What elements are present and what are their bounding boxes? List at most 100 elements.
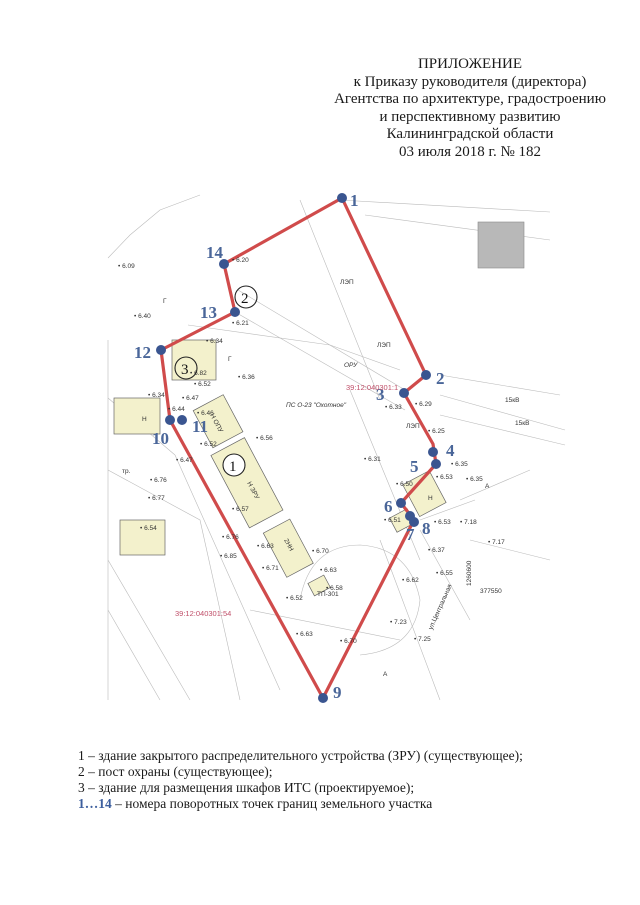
a-label: А — [383, 671, 388, 678]
spot-height: • 6.54 — [140, 525, 157, 532]
spot-height: • 6.46 — [197, 410, 214, 417]
boundary-point — [421, 370, 431, 380]
kv-label: 15кВ — [505, 397, 519, 404]
spot-heights: • 6.09• 6.40• 6.20• 6.21• 6.34• 6.82• 6.… — [118, 257, 505, 645]
spot-height: • 6.52 — [200, 441, 217, 448]
header-line: ПРИЛОЖЕНИЕ — [417, 56, 523, 72]
spot-height: • 6.37 — [428, 547, 445, 554]
point-number: 9 — [333, 683, 342, 702]
background-lines — [107, 194, 566, 701]
spot-height: • 6.77 — [148, 495, 165, 502]
building-label: Н — [428, 495, 433, 502]
boundary-point — [177, 415, 187, 425]
spot-height: • 6.25 — [428, 428, 445, 435]
tp-label: ТП-301 — [317, 591, 339, 598]
spot-height: • 6.50 — [396, 481, 413, 488]
spot-height: • 6.34 — [148, 392, 165, 399]
spot-height: • 6.70 — [340, 638, 357, 645]
legend-item: 1 – здание закрытого распределительного … — [78, 748, 523, 763]
boundary-point — [428, 447, 438, 457]
spot-height: • 7.18 — [460, 519, 477, 526]
header-line: Калининградской области — [386, 126, 554, 143]
spot-height: • 6.40 — [134, 313, 151, 320]
spot-height: • 6.33 — [385, 404, 402, 411]
boundary-point — [165, 415, 175, 425]
point-number: 2 — [436, 369, 445, 388]
spot-height: • 6.62 — [402, 577, 419, 584]
header-line: и перспективному развитию — [379, 108, 561, 125]
spot-height: • 6.76 — [150, 477, 167, 484]
building-tp — [307, 574, 331, 597]
spot-height: • 6.85 — [220, 553, 237, 560]
cadastral-label: 39:12:040301:1 — [346, 383, 398, 392]
lep-label: ЛЭП — [377, 342, 391, 349]
point-numbers: 1 2 3 4 5 6 7 8 9 10 11 12 13 14 — [134, 191, 455, 702]
spot-height: • 6.36 — [238, 374, 255, 381]
a-label: А — [485, 483, 490, 490]
point-number: 1 — [350, 191, 359, 210]
building-h-left — [113, 397, 161, 435]
point-number: 13 — [200, 303, 217, 322]
point-number: 3 — [376, 385, 385, 404]
coord-label: 1260600 — [466, 560, 473, 586]
boundary-point — [409, 517, 419, 527]
tree-patch — [477, 221, 525, 269]
spot-height: • 6.63 — [257, 543, 274, 550]
spot-height: • 6.21 — [232, 320, 249, 327]
spot-height: • 6.35 — [466, 476, 483, 483]
boundary-point — [399, 388, 409, 398]
spot-height: • 6.56 — [256, 435, 273, 442]
spot-height: • 6.35 — [451, 461, 468, 468]
point-number: 12 — [134, 343, 151, 362]
header-line: Агентства по архитектуре, градостроению — [334, 91, 606, 108]
oru-label: ОРУ — [344, 362, 358, 369]
building-opu — [192, 394, 244, 449]
point-number: 7 — [406, 525, 415, 544]
spot-height: • 7.25 — [414, 636, 431, 643]
building-callouts: 1 2 3 — [174, 285, 258, 477]
spot-height: • 6.63 — [296, 631, 313, 638]
tr-label: тр. — [122, 468, 131, 475]
legend-item: 3 – здание для размещения шкафов ИТС (пр… — [78, 780, 415, 795]
document-header: ПРИЛОЖЕНИЕ к Приказу руководителя (дирек… — [300, 56, 640, 162]
substation-label: ПС О-23 "Охотное" — [286, 402, 347, 409]
coord-label: 377550 — [480, 588, 502, 595]
point-number: 10 — [152, 429, 169, 448]
spot-height: • 6.52 — [194, 381, 211, 388]
building-h-left2 — [119, 519, 166, 556]
legend-point-text: – номера поворотных точек границ земельн… — [111, 796, 433, 811]
legend-point-range: 1…14 — [78, 796, 112, 811]
spot-height: • 7.23 — [390, 619, 407, 626]
legend: 1 – здание закрытого распределительного … — [78, 748, 523, 812]
point-number: 5 — [410, 457, 419, 476]
point-number: 14 — [206, 243, 224, 262]
spot-height: • 6.34 — [206, 338, 223, 345]
street-label: ул.Центральная — [427, 583, 453, 631]
spot-height: • 7.17 — [488, 539, 505, 546]
spot-height: • 6.82 — [190, 370, 207, 377]
spot-height: • 6.20 — [232, 257, 249, 264]
lep-label: ЛЭП — [340, 279, 354, 286]
legend-item: 2 – пост охраны (существующее); — [78, 764, 273, 779]
spot-height: • 6.63 — [320, 567, 337, 574]
boundary-point — [396, 498, 406, 508]
spot-height: • 6.51 — [384, 517, 401, 524]
g-label: Г — [163, 298, 167, 305]
boundary-point — [219, 259, 229, 269]
point-number: 8 — [422, 519, 431, 538]
lep-label: ЛЭП — [406, 423, 420, 430]
building-guard — [402, 470, 447, 518]
header-line: 03 июля 2018 г. № 182 — [398, 143, 542, 160]
spot-height: • 6.70 — [312, 548, 329, 555]
spot-height: • 6.52 — [286, 595, 303, 602]
spot-height: • 6.76 — [222, 534, 239, 541]
callout-1: 1 — [229, 459, 237, 475]
boundary-point — [318, 693, 328, 703]
boundary-points — [156, 193, 441, 703]
kv-label: 15кВ — [515, 420, 529, 427]
spot-height: • 6.71 — [262, 565, 279, 572]
boundary-point — [156, 345, 166, 355]
point-number: 11 — [192, 417, 208, 436]
spot-height: • 6.47 — [176, 457, 193, 464]
